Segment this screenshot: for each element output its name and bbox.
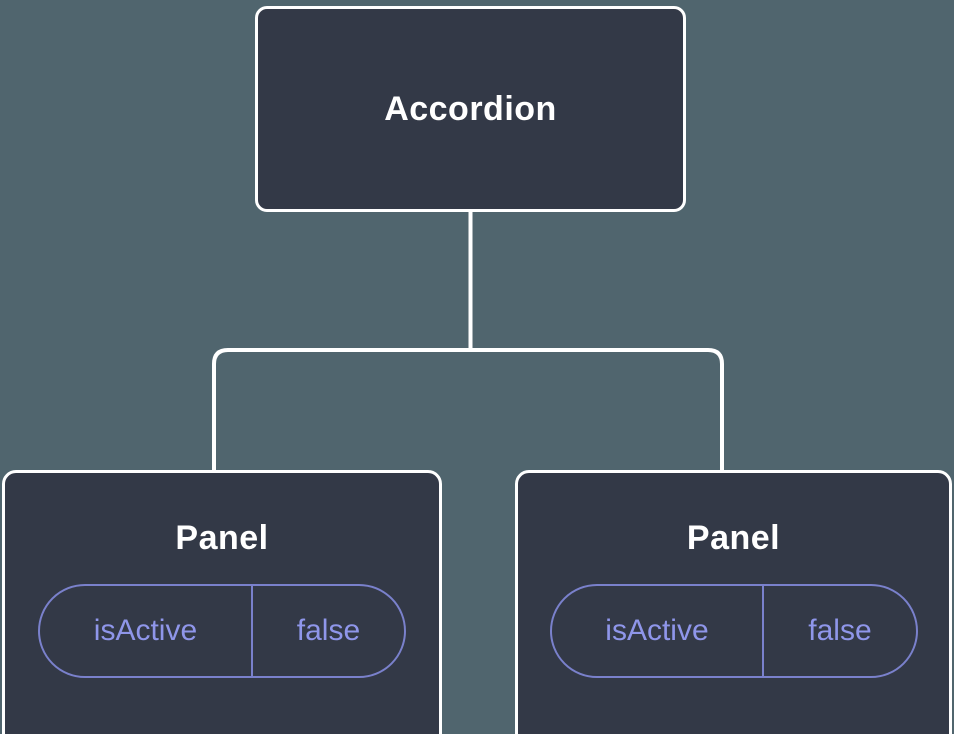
connector-branch [212, 348, 724, 472]
prop-value-label: false [296, 614, 361, 647]
accordion-node-label: Accordion [384, 89, 557, 128]
prop-value-label: false [808, 614, 872, 647]
panel-right-label: Panel [686, 519, 781, 557]
tree-node-accordion: Accordion [255, 6, 686, 212]
prop-name-label: isActive [552, 586, 765, 676]
prop-name-label: isActive [40, 586, 253, 676]
tree-node-panel-left: Panel isActive false [2, 470, 442, 734]
panel-left-prop-pill: isActive false [38, 584, 406, 678]
panel-right-prop-pill: isActive false [549, 584, 918, 678]
tree-node-panel-right: Panel isActive false [515, 470, 952, 734]
panel-left-label: Panel [175, 519, 269, 557]
